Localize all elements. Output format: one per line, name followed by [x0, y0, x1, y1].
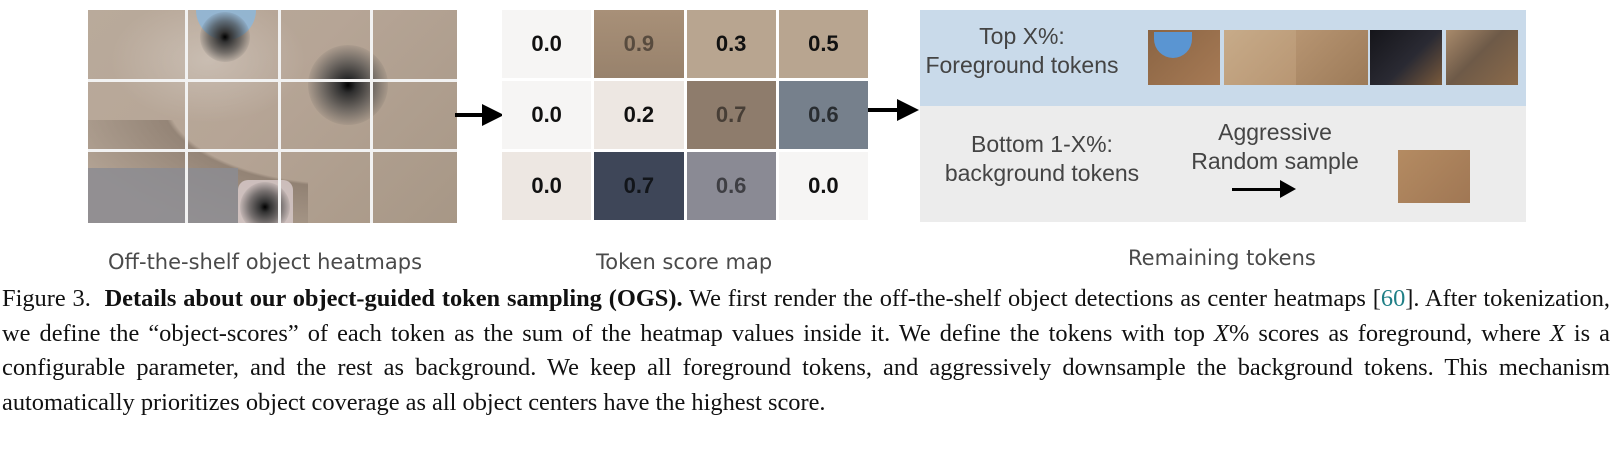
grid-line-vertical: [278, 10, 281, 223]
heatmap-blob-glass: [308, 45, 388, 125]
caption-prefix: Figure 3.: [2, 285, 91, 312]
heatmap-panel-label: Off-the-shelf object heatmaps: [108, 250, 423, 274]
foreground-token-thumbnail: [1370, 30, 1442, 85]
arrow-right-icon: [897, 99, 919, 121]
score-cell: 0.9: [594, 10, 684, 78]
random-sample-label: Aggressive Random sample: [1180, 118, 1370, 176]
object-heatmap-image: [88, 10, 457, 223]
caption-text: is a configurable parameter, and the res…: [2, 319, 1610, 416]
background-label-line: Bottom 1-X%:: [971, 131, 1113, 157]
citation-link[interactable]: 60: [1380, 285, 1406, 312]
heatmap-blob-cup: [200, 12, 250, 62]
foreground-token-thumbnail: [1148, 30, 1220, 85]
score-cell: 0.3: [686, 10, 776, 78]
foreground-token-thumbnail: [1224, 30, 1296, 85]
score-panel-label: Token score map: [596, 250, 773, 274]
background-token-thumbnail: [1398, 150, 1470, 203]
background-label: Bottom 1-X%: background tokens: [932, 130, 1152, 188]
foreground-label-line: Foreground tokens: [925, 52, 1119, 78]
grid-line-horizontal: [88, 79, 457, 82]
score-cell: 0.7: [686, 81, 776, 149]
caption-text: scores as foreground, where: [1249, 319, 1550, 347]
random-sample-label-line: Aggressive: [1218, 119, 1332, 145]
caption-text: ]. After tokenization, we define the “ob…: [2, 285, 1610, 347]
heatmap-blob-hand: [240, 182, 290, 223]
caption-paragraph: Figure 3. Details about our object-guide…: [2, 282, 1610, 420]
random-sample-label-line: Random sample: [1191, 148, 1359, 174]
remaining-panel-label: Remaining tokens: [1128, 246, 1316, 270]
grid-line-vertical: [370, 10, 373, 223]
background-label-line: background tokens: [944, 160, 1140, 186]
score-cell: 0.0: [502, 152, 592, 220]
score-cell: 0.7: [594, 152, 684, 220]
score-cell: 0.0: [502, 10, 592, 78]
foreground-token-thumbnail: [1446, 30, 1518, 85]
score-cell: 0.0: [778, 152, 868, 220]
foreground-label: Top X%: Foreground tokens: [922, 22, 1122, 80]
caption-title: Details about our object-guided token sa…: [104, 285, 683, 312]
caption-text: We first render the off-the-shelf object…: [689, 285, 1381, 312]
figure-caption: Figure 3. Details about our object-guide…: [2, 282, 1610, 420]
arrow-shaft: [868, 108, 898, 112]
grid-line-vertical: [185, 10, 188, 223]
math-variable: X: [1214, 319, 1229, 347]
arrow-shaft: [455, 113, 483, 117]
arrow-right-icon: [1280, 180, 1296, 198]
math-unit: %: [1228, 319, 1250, 347]
score-cell: 0.2: [594, 81, 684, 149]
arrow-right-icon: [482, 104, 504, 126]
foreground-token-thumbnail: [1296, 30, 1368, 85]
score-cell: 0.6: [778, 81, 868, 149]
grid-line-horizontal: [88, 149, 457, 152]
score-cell: 0.5: [778, 10, 868, 78]
score-cell: 0.6: [686, 152, 776, 220]
math-variable: X: [1549, 319, 1565, 347]
foreground-label-line: Top X%:: [979, 23, 1065, 49]
arrow-shaft: [1232, 188, 1282, 191]
score-cell: 0.0: [502, 81, 592, 149]
laptop-region: [88, 168, 238, 223]
token-score-grid: 0.0 0.9 0.3 0.5 0.0 0.2 0.7 0.6 0.0 0.7 …: [502, 10, 868, 220]
